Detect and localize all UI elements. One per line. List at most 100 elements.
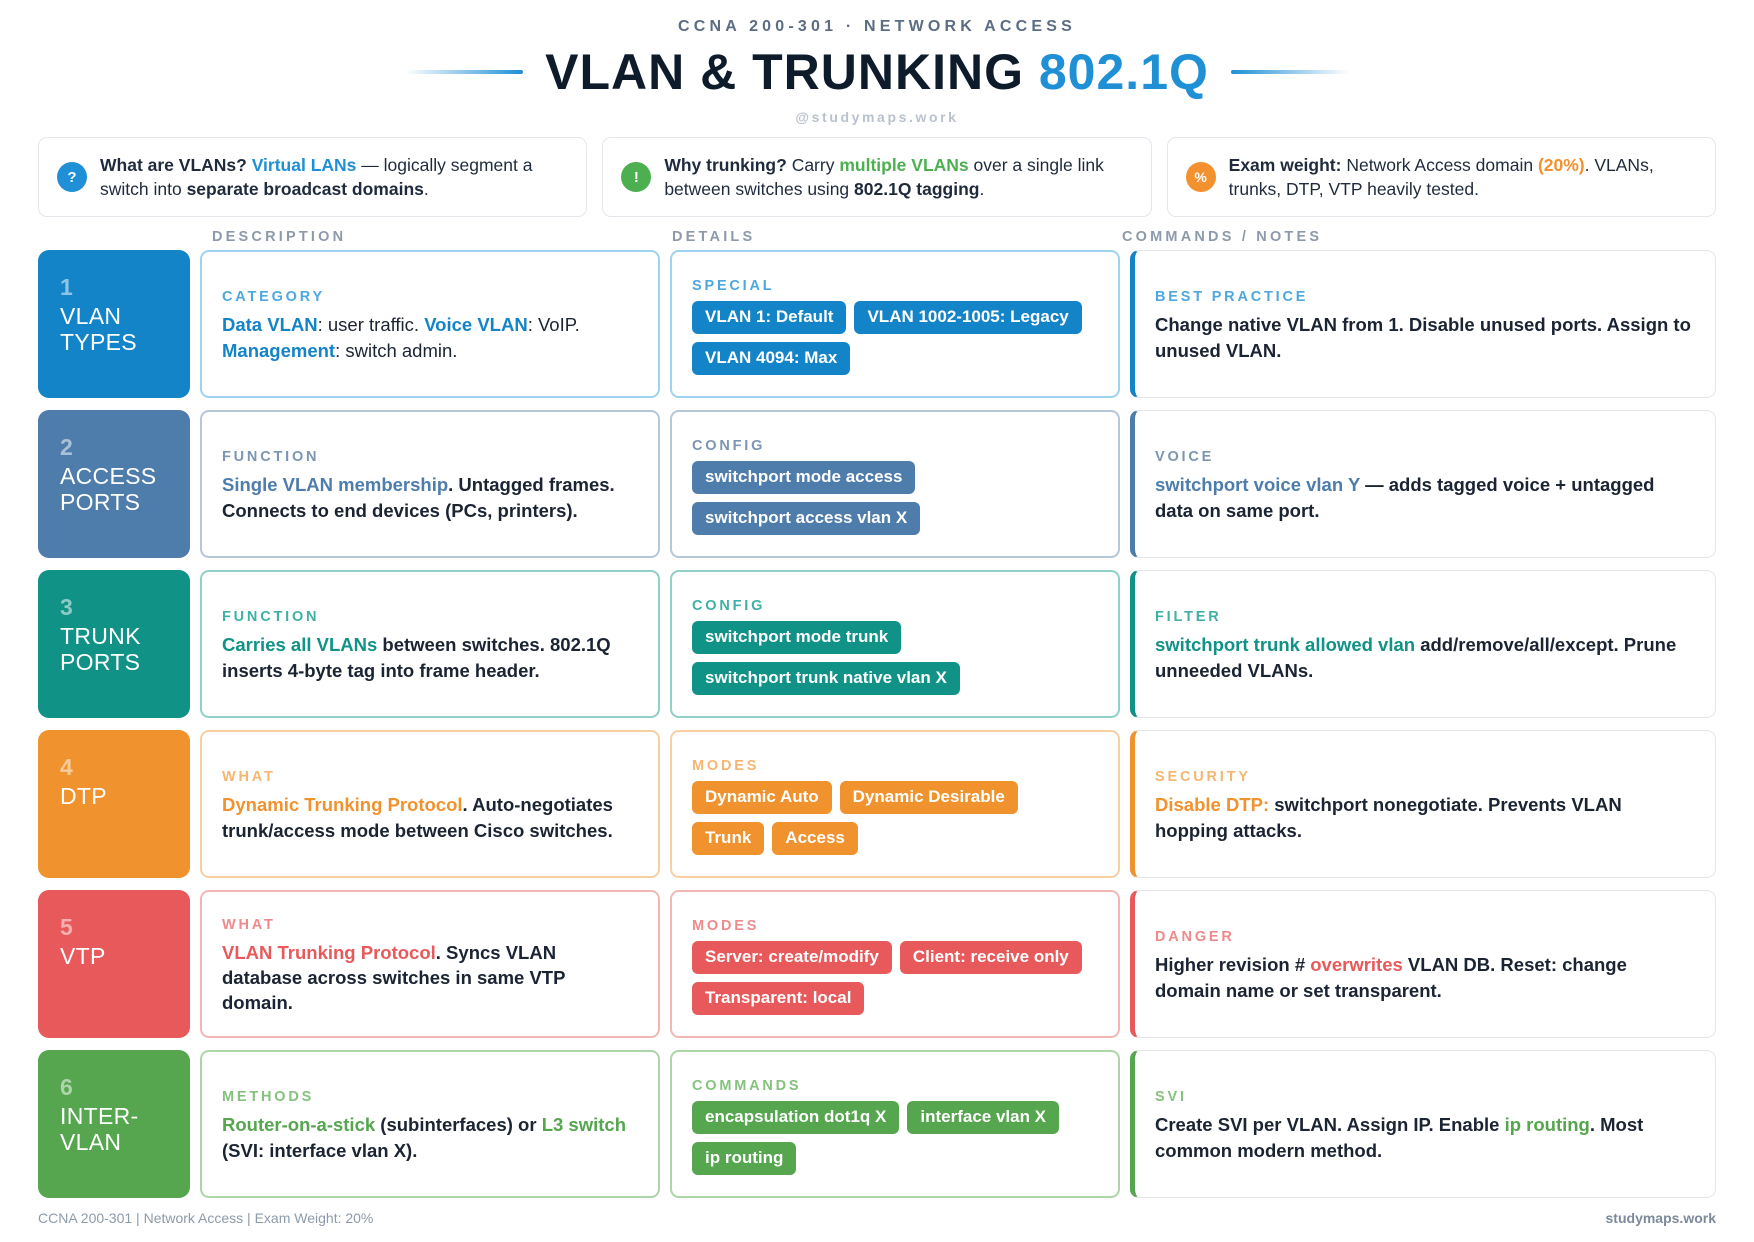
chip[interactable]: Dynamic Desirable xyxy=(839,780,1018,814)
chip[interactable]: Trunk xyxy=(692,821,765,855)
exclamation-mark-icon: ! xyxy=(621,162,652,192)
chip[interactable]: VLAN 4094: Max xyxy=(692,341,851,375)
question-mark-icon: ? xyxy=(57,162,87,192)
chip[interactable]: Client: receive only xyxy=(899,940,1082,974)
header-kicker: CCNA 200-301 · NETWORK ACCESS xyxy=(678,18,1076,35)
page-header: CCNA 200-301 · NETWORK ACCESS VLAN & TRU… xyxy=(38,0,1716,125)
cell-label: MODES xyxy=(692,917,760,934)
title-accent: 802.1Q xyxy=(1038,44,1209,100)
column-header-details: DETAILS xyxy=(672,229,756,245)
cell-label: SVI xyxy=(1155,1089,1187,1106)
chip[interactable]: Access xyxy=(772,821,858,855)
cell-label: VOICE xyxy=(1155,449,1215,466)
footer-left-text: CCNA 200-301 | Network Access | Exam Wei… xyxy=(38,1210,374,1226)
cell-label: FILTER xyxy=(1155,609,1222,626)
cell-label: WHAT xyxy=(222,769,276,786)
chip-group: switchport mode access switchport access … xyxy=(692,460,1098,535)
row-number: 3 xyxy=(60,594,73,620)
cell-body: Dynamic Trunking Protocol. Auto-negotiat… xyxy=(222,794,613,841)
cell-body: Create SVI per VLAN. Assign IP. Enable i… xyxy=(1155,1114,1644,1161)
chip-group: switchport mode trunk switchport trunk na… xyxy=(692,620,1098,695)
chip[interactable]: VLAN 1002-1005: Legacy xyxy=(854,300,1082,334)
footer-right-text: studymaps.work xyxy=(1605,1210,1716,1226)
row-name: VTP xyxy=(60,943,106,969)
row-name: DTP xyxy=(60,783,107,809)
chip[interactable]: switchport access vlan X xyxy=(692,501,921,535)
cell-body: VLAN Trunking Protocol. Syncs VLAN datab… xyxy=(222,941,566,1014)
chip[interactable]: Dynamic Auto xyxy=(692,780,832,814)
title-rule-right xyxy=(1230,70,1349,74)
chip[interactable]: switchport trunk native vlan X xyxy=(692,661,960,695)
cell-body: switchport voice vlan Y — adds tagged vo… xyxy=(1155,474,1655,521)
title-main: VLAN & TRUNKING xyxy=(545,44,1039,100)
details-cell: CONFIG switchport mode trunk switchport tr… xyxy=(670,570,1120,718)
column-header-description: DESCRIPTION xyxy=(212,229,347,245)
cell-body: Disable DTP: switchport nonegotiate. Pre… xyxy=(1155,794,1622,841)
callout-group: ? What are VLANs? Virtual LANs — logicall… xyxy=(38,137,1716,217)
header-handle: @studymaps.work xyxy=(795,109,959,125)
page-footer: CCNA 200-301 | Network Access | Exam Wei… xyxy=(38,1210,1716,1226)
cell-body: Carries all VLANs between switches. 802.… xyxy=(222,634,611,681)
commands-cell: SVI Create SVI per VLAN. Assign IP. Enabl… xyxy=(1130,1050,1716,1198)
cell-label: CONFIG xyxy=(692,597,766,614)
callout-text: What are VLANs? Virtual LANs — logically… xyxy=(100,154,533,199)
cell-label: FUNCTION xyxy=(222,609,320,626)
commands-cell: BEST PRACTICE Change native VLAN from 1. … xyxy=(1130,250,1716,398)
commands-cell: DANGER Higher revision # overwrites VLAN … xyxy=(1130,890,1716,1038)
cell-body: Higher revision # overwrites VLAN DB. Re… xyxy=(1155,954,1627,1001)
chip[interactable]: switchport mode trunk xyxy=(692,620,902,654)
cell-label: CATEGORY xyxy=(222,289,325,306)
chip[interactable]: ip routing xyxy=(692,1141,797,1175)
chip[interactable]: Transparent: local xyxy=(692,981,865,1015)
cell-label: SPECIAL xyxy=(692,277,775,294)
title-rule-left xyxy=(405,70,524,74)
cell-body: Router-on-a-stick (subinterfaces) or L3 … xyxy=(222,1114,627,1161)
callout-card: ? What are VLANs? Virtual LANs — logicall… xyxy=(38,137,588,217)
cell-body: Change native VLAN from 1. Disable unuse… xyxy=(1155,314,1691,361)
description-cell: WHAT Dynamic Trunking Protocol. Auto-nego… xyxy=(200,730,660,878)
cell-label: DANGER xyxy=(1155,929,1235,946)
cell-label: METHODS xyxy=(222,1089,315,1106)
column-header-commands: COMMANDS / NOTES xyxy=(1122,229,1323,245)
cell-label: BEST PRACTICE xyxy=(1155,289,1309,306)
cell-label: FUNCTION xyxy=(222,449,320,466)
chip[interactable]: interface vlan X xyxy=(907,1100,1060,1134)
chip[interactable]: switchport mode access xyxy=(692,460,916,494)
chip[interactable]: encapsulation dot1q X xyxy=(692,1100,900,1134)
chip[interactable]: VLAN 1: Default xyxy=(692,300,847,334)
chip[interactable]: Server: create/modify xyxy=(692,940,892,974)
cell-label: COMMANDS xyxy=(692,1077,802,1094)
column-headers: DESCRIPTION DETAILS COMMANDS / NOTES xyxy=(38,229,1716,245)
page-title: VLAN & TRUNKING 802.1Q xyxy=(38,43,1716,101)
